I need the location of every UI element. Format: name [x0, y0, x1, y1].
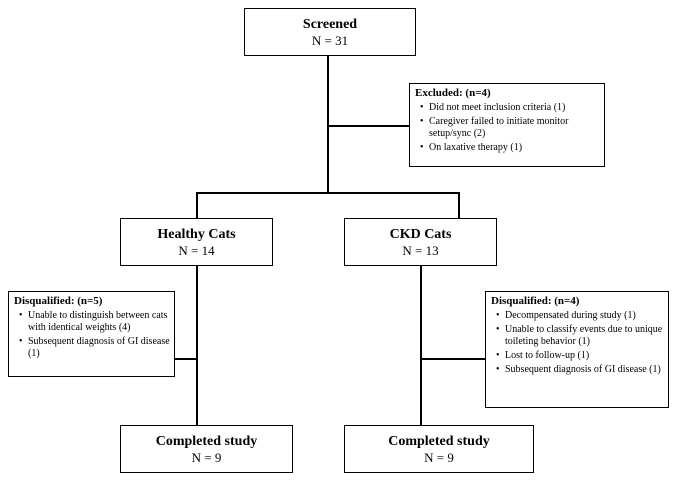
node-completed-ckd-n: N = 9 [424, 449, 454, 465]
list-item: On laxative therapy (1) [420, 142, 600, 154]
node-disqualified-healthy-title: Disqualified: (n=5) [14, 295, 103, 307]
connector-split-horizontal [196, 192, 459, 194]
node-healthy-cats-title: Healthy Cats [157, 226, 236, 242]
connector-split-to-ckd [458, 192, 460, 218]
connector-ckd-down [420, 266, 422, 425]
list-item: Unable to classify events due to unique … [496, 324, 664, 348]
list-item: Did not meet inclusion criteria (1) [420, 102, 600, 114]
node-disqualified-healthy: Disqualified: (n=5) Unable to distinguis… [8, 291, 175, 377]
node-ckd-cats-n: N = 13 [402, 242, 439, 258]
node-disqualified-ckd: Disqualified: (n=4) Decompensated during… [485, 291, 669, 408]
list-item: Caregiver failed to initiate monitor set… [420, 116, 600, 140]
node-completed-ckd: Completed study N = 9 [344, 425, 534, 473]
connector-healthy-down [196, 266, 198, 425]
node-screened-n: N = 31 [311, 32, 349, 48]
connector-screened-to-excluded [327, 125, 409, 127]
node-excluded-list: Did not meet inclusion criteria (1) Care… [410, 102, 604, 154]
node-excluded: Excluded: (n=4) Did not meet inclusion c… [409, 83, 605, 167]
list-item: Unable to distinguish between cats with … [19, 310, 170, 334]
node-ckd-cats-title: CKD Cats [389, 226, 452, 242]
node-disqualified-healthy-list: Unable to distinguish between cats with … [9, 310, 174, 360]
connector-healthy-to-disqualified [175, 358, 197, 360]
list-item: Subsequent diagnosis of GI disease (1) [496, 364, 664, 376]
node-healthy-cats: Healthy Cats N = 14 [120, 218, 273, 266]
node-completed-ckd-title: Completed study [388, 433, 490, 449]
connector-screened-down [327, 56, 329, 193]
connector-ckd-to-disqualified [420, 358, 485, 360]
list-item: Lost to follow-up (1) [496, 350, 664, 362]
node-screened-title: Screened [302, 16, 358, 32]
node-completed-healthy-title: Completed study [155, 433, 258, 449]
list-item: Subsequent diagnosis of GI disease (1) [19, 336, 170, 360]
node-screened: Screened N = 31 [244, 8, 416, 56]
node-disqualified-ckd-list: Decompensated during study (1) Unable to… [486, 310, 668, 376]
list-item: Decompensated during study (1) [496, 310, 664, 322]
node-healthy-cats-n: N = 14 [178, 242, 215, 258]
node-completed-healthy: Completed study N = 9 [120, 425, 293, 473]
node-ckd-cats: CKD Cats N = 13 [344, 218, 497, 266]
node-completed-healthy-n: N = 9 [191, 449, 222, 465]
node-disqualified-ckd-title: Disqualified: (n=4) [491, 295, 580, 307]
node-excluded-title: Excluded: (n=4) [415, 87, 491, 99]
connector-split-to-healthy [196, 192, 198, 218]
